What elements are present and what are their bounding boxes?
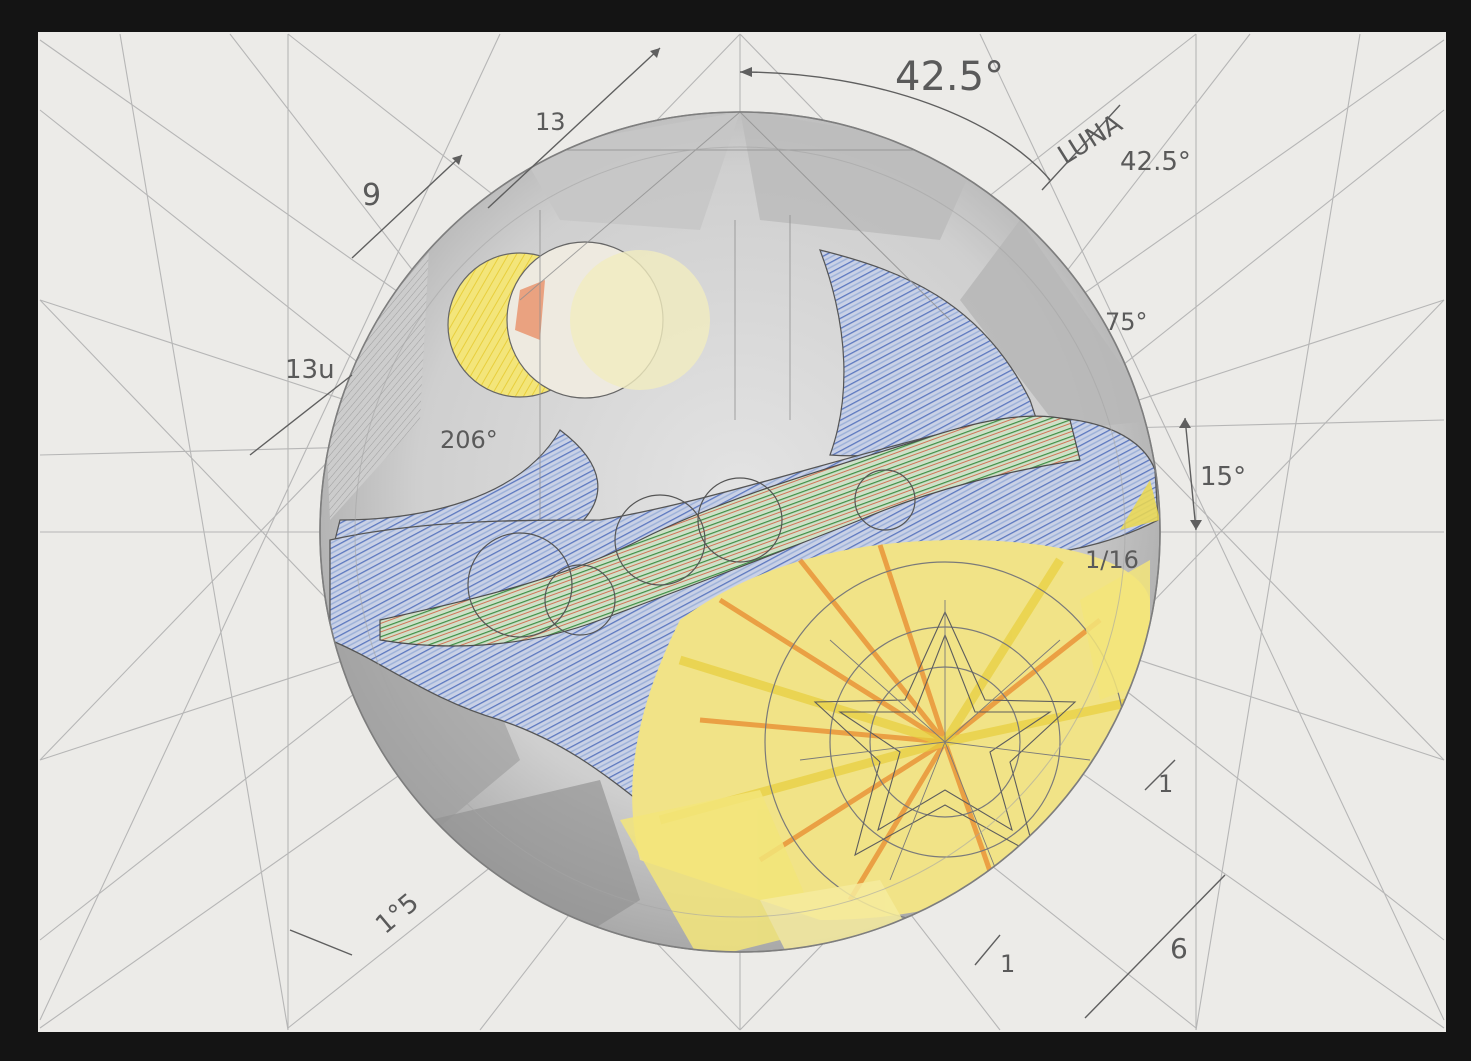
yellow-moon <box>447 241 710 399</box>
star-polygon <box>813 610 1077 857</box>
annotation-angle-75: 75° <box>1105 308 1148 336</box>
dimension-lines <box>249 47 1226 1019</box>
annotation-angle-206: 206° <box>440 426 498 454</box>
green-band <box>379 415 1081 647</box>
annotation-dim-1-bottom: 1 <box>1000 950 1015 978</box>
annotation-dim-6: 6 <box>1170 932 1188 965</box>
sphere-outline <box>319 111 1161 953</box>
annotation-dim-9: 9 <box>362 178 381 213</box>
annotation-dim-13-left: 13u <box>285 355 335 385</box>
annotation-angle-15: 15° <box>1200 462 1246 492</box>
annotation-angle-right: 42.5° <box>1120 147 1191 177</box>
annotation-dim-1-right: 1 <box>1158 770 1173 798</box>
annotation-dim-13-top: 13 <box>535 108 566 136</box>
annotation-angle-top: 42.5° <box>895 54 1004 100</box>
annotation-fraction: 1/16 <box>1085 546 1139 574</box>
